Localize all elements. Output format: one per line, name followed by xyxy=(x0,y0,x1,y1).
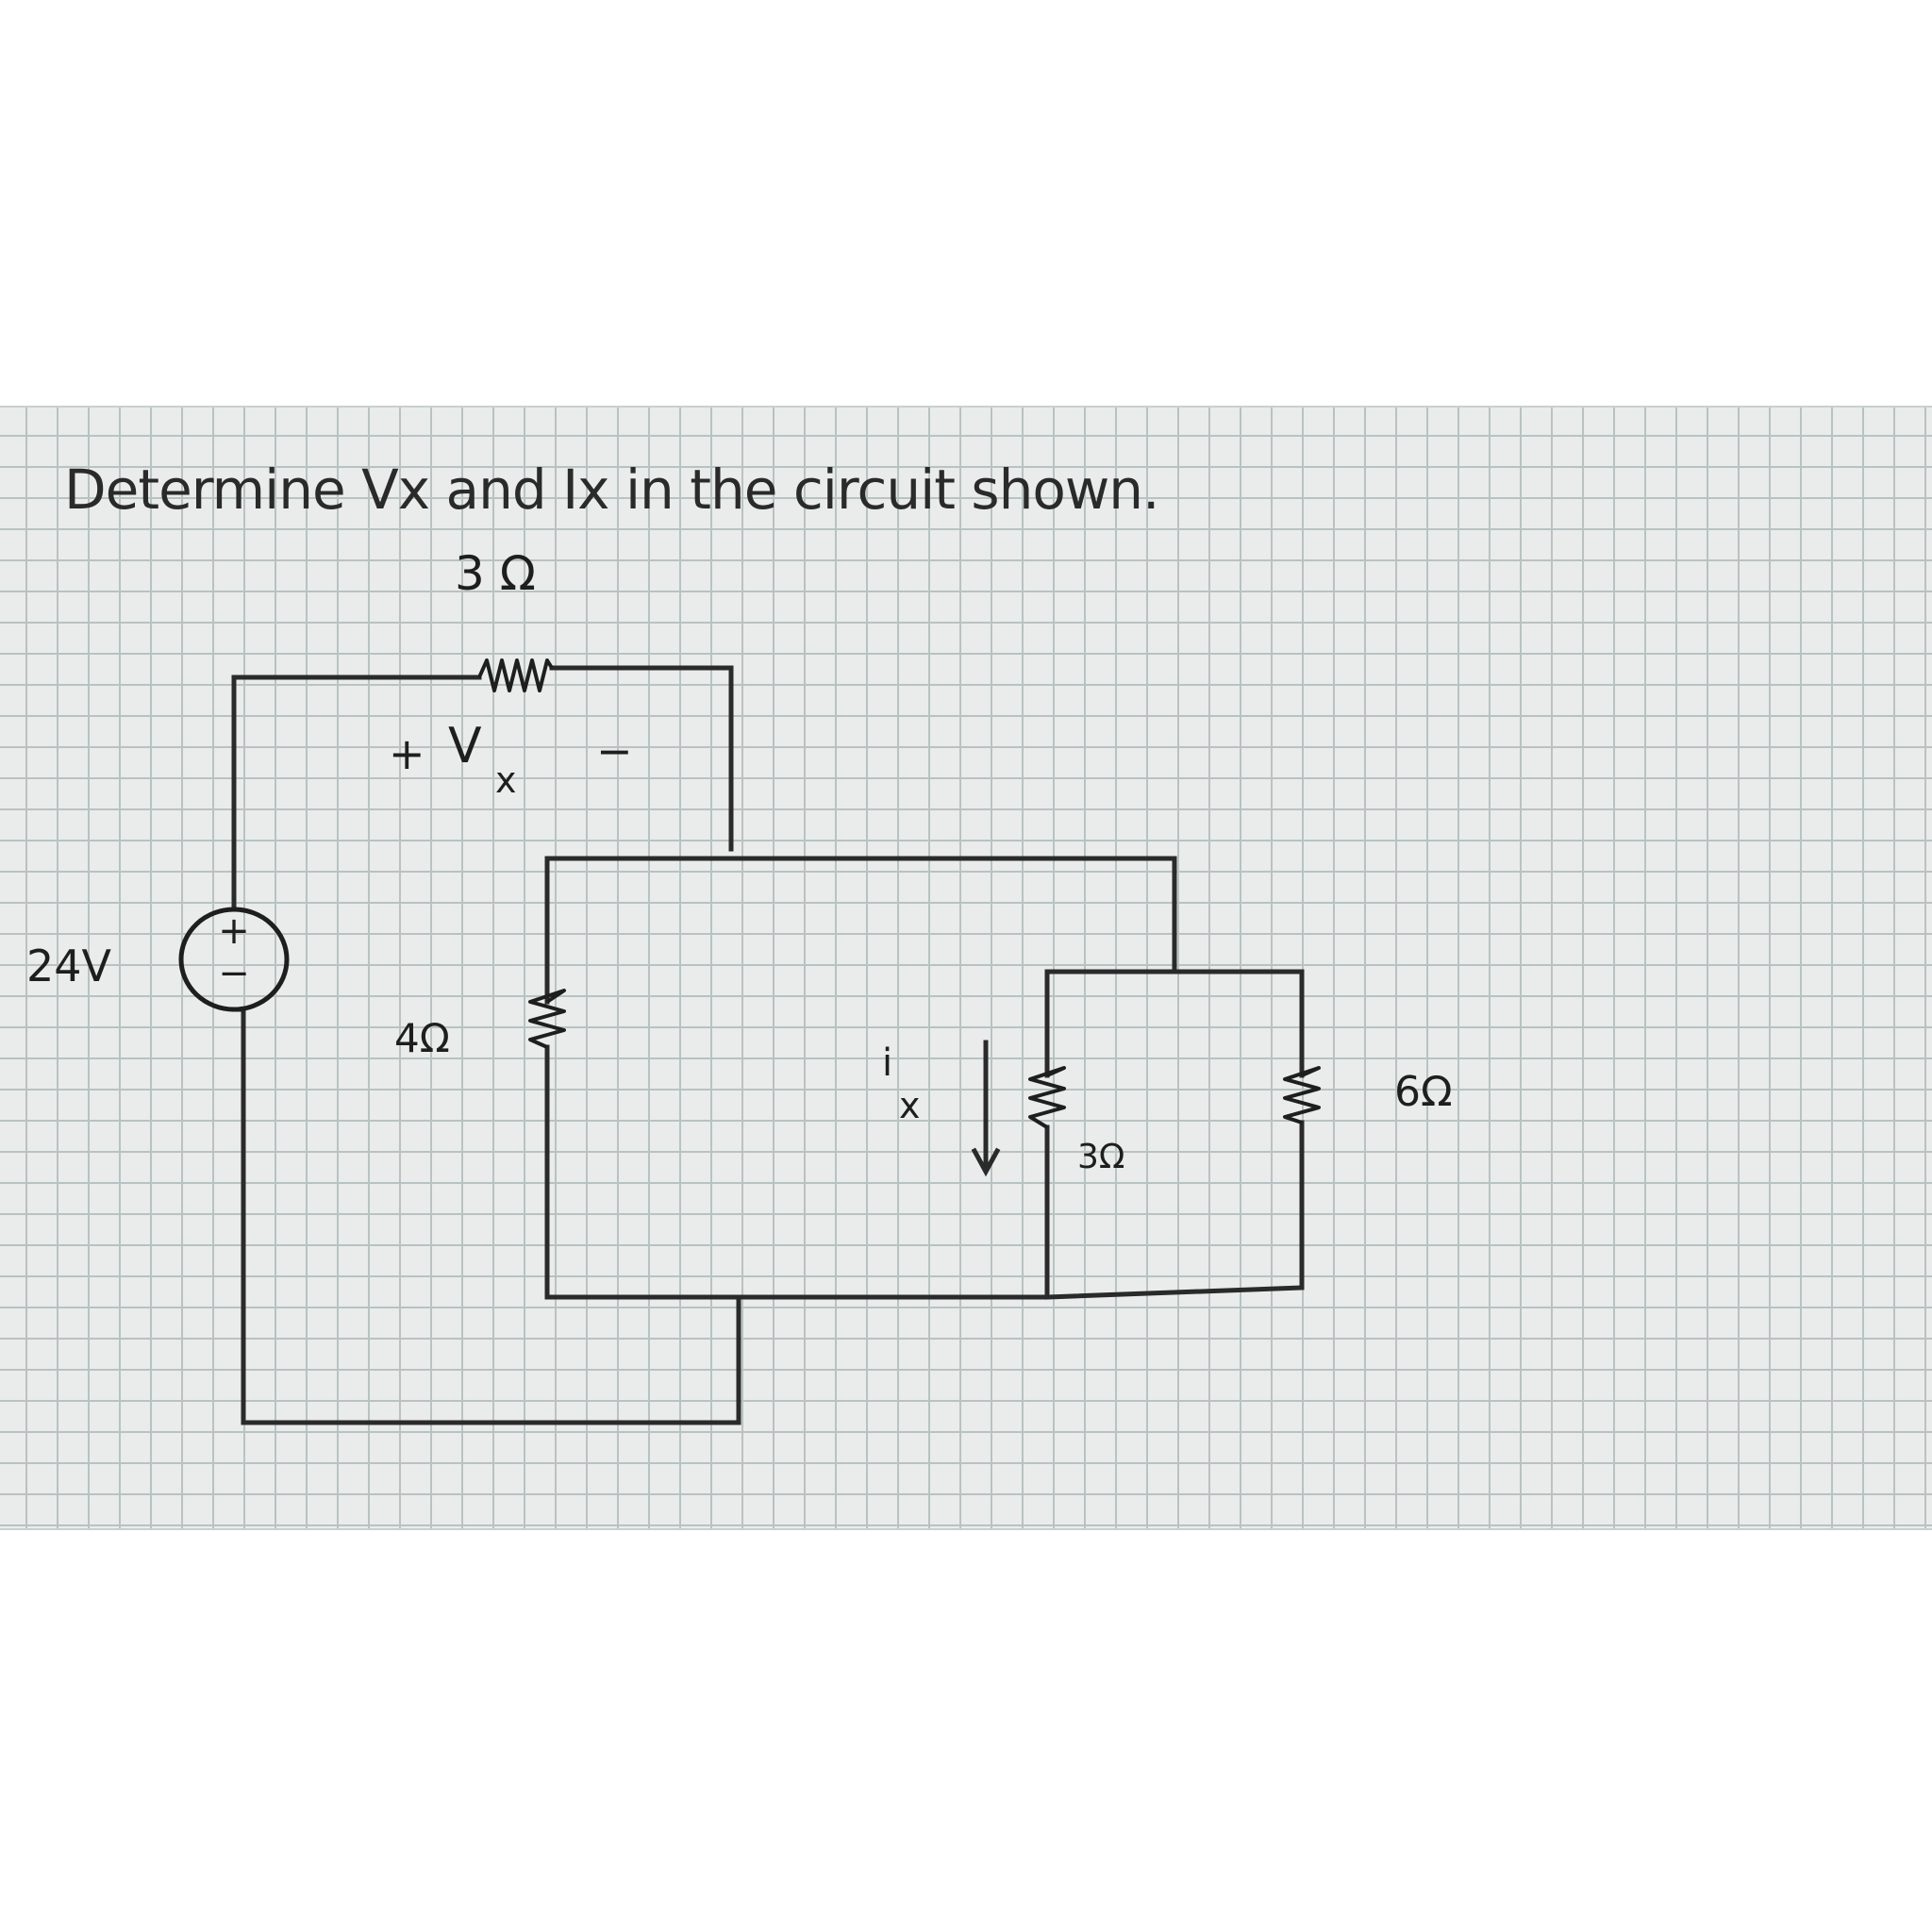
vx-minus-sign: − xyxy=(596,725,633,776)
vx-subscript: x xyxy=(495,759,517,801)
ix-subscript: x xyxy=(899,1085,921,1126)
resistor-top-label: 3 Ω xyxy=(455,546,536,601)
ix-name: i xyxy=(882,1041,892,1085)
resistor-3ohm-top xyxy=(477,658,554,692)
resistor-4ohm-label: 4Ω xyxy=(394,1015,450,1061)
vx-plus-sign: + xyxy=(389,728,425,779)
source-minus-sign: − xyxy=(218,952,250,995)
resistor-3ohm-parallel xyxy=(1028,1066,1066,1129)
resistor-3ohm-parallel-label: 3Ω xyxy=(1077,1138,1124,1176)
source-voltage-label: 24V xyxy=(26,941,112,991)
source-plus-sign: + xyxy=(218,909,250,953)
wire-middle-bottom xyxy=(544,1044,1050,1300)
ix-direction-arrow xyxy=(971,1040,1001,1177)
resistor-6ohm xyxy=(1283,1066,1321,1124)
wire-middle-top xyxy=(544,856,1177,1005)
vx-label: + V x − xyxy=(389,718,633,801)
wire-top-right xyxy=(549,665,734,852)
vx-name: V xyxy=(448,718,482,774)
ix-label: i x xyxy=(882,1041,921,1126)
wire-parallel-top xyxy=(1044,969,1305,1078)
resistor-4ohm xyxy=(528,989,566,1049)
wire-parallel-right xyxy=(1044,1120,1305,1300)
wire-source-bottom xyxy=(231,1007,741,1425)
wire-top-left xyxy=(231,675,482,912)
voltage-source: + − xyxy=(178,907,290,1012)
graph-paper xyxy=(0,406,1932,1530)
question-text: Determine Vx and Ix in the circuit shown… xyxy=(64,458,1159,522)
resistor-6ohm-label: 6Ω xyxy=(1394,1068,1453,1116)
